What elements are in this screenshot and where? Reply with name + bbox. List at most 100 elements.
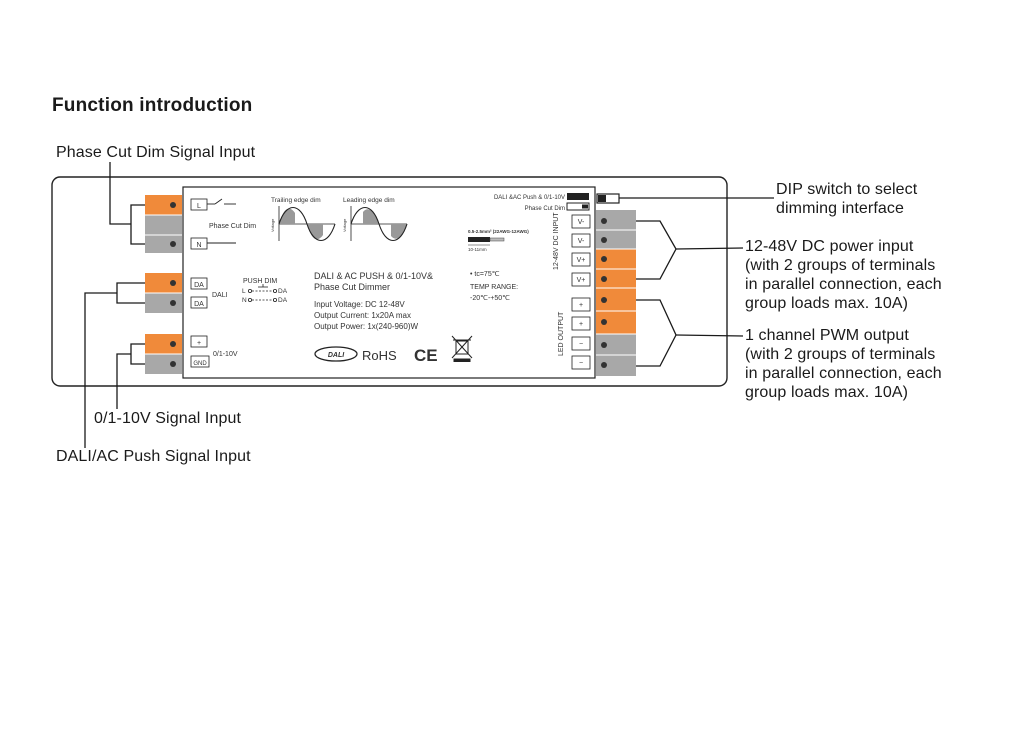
terminal-label-plus: + [197,340,201,347]
terminal-lever [145,195,165,215]
terminal-label-DA: DA [194,301,204,308]
push-l-label: L [242,288,246,295]
left-terminal-0-10v [145,334,182,374]
pwm-callout-line: in parallel connection, each [745,365,942,382]
terminal-lever [145,235,165,253]
terminal-label-minus: − [579,341,583,348]
push-button-symbol [247,284,277,302]
right-terminal-block [596,210,636,376]
label-box [571,297,591,312]
terminal-label-v-minus: V- [578,219,585,226]
push-n-label: N [242,297,247,304]
zero-ten-label: 0/1-10V [213,351,238,358]
push-dim-label: PUSH DIM [243,278,277,285]
waveform-line [278,206,336,242]
dali-leader [84,292,117,448]
temp-values-label: -20℃-+50℃ [470,295,510,302]
terminal-label-plus: + [579,302,583,309]
label-box [190,277,208,290]
terminal-screw [601,319,607,325]
terminal-label-v-minus: V- [578,238,585,245]
page-title: Function introduction [52,95,253,116]
dali-push-callout: DALI/AC Push Signal Input [56,448,251,465]
terminal-lever [145,273,165,293]
left-terminal-phase-cut [145,195,182,253]
dip-label-line2: Phase Cut Dim [525,206,565,212]
spec-input-voltage: Input Voltage: DC 12-48V [314,300,405,309]
dip-switch-2-off [566,202,590,211]
phase-cut-dim-label: Phase Cut Dim [209,223,256,230]
label-box [190,237,208,250]
leading-edge-waveform: Voltage [342,206,408,242]
cross-line [451,335,473,359]
power-callout-line: in parallel connection, each [745,276,942,293]
label-box [571,336,591,351]
waveform-fill [363,209,379,224]
dali-bracket [116,282,145,304]
bin-bar [453,358,471,362]
terminal-label-N: N [196,242,201,249]
temp-range-label: TEMP RANGE: [470,284,518,291]
waveform-line [350,206,408,242]
label-box [190,355,210,368]
pwm-bracket [636,299,677,367]
dali-label: DALI [212,292,228,299]
terminal-lever [145,293,165,313]
right-terminal-labels: V- V- V+ V+ + + − − [571,214,591,370]
dip-callout-line: dimming interface [776,200,904,217]
callout-leaders [84,162,774,448]
waveform-fill [391,224,407,239]
terminal-screw [170,241,176,247]
dali-logo-ellipse [314,346,358,362]
terminal-label-L: L [197,203,201,210]
led-output-label: LED OUTPUT [558,311,565,356]
terminal-screw [170,341,176,347]
terminal-screw [601,362,607,368]
pwm-callout-line: group loads max. 10A) [745,384,909,401]
power-callout: 12-48V DC power input (with 2 groups of … [745,237,942,313]
terminal-screw [170,280,176,286]
rohs-mark: RoHS [362,348,397,363]
terminal-label-plus: + [579,321,583,328]
terminal-label-v-plus: V+ [577,257,586,264]
leading-edge-label: Leading edge dim [343,197,395,204]
ce-mark: CE [414,346,438,365]
weee-bin-icon [451,335,473,362]
power-callout-line: 12-48V DC power input [745,238,914,255]
label-box [571,316,591,331]
dip-callout-line: DIP switch to select [776,181,918,198]
waveform-fill [279,208,295,224]
push-node [272,288,277,293]
label-box [571,272,591,287]
terminal-screw [601,297,607,303]
waveform-fill [307,224,323,240]
zero-ten-bracket [130,343,145,365]
terminal-screw [601,218,607,224]
left-terminal-labels: L N DA DA + GND [190,198,210,368]
power-leader [675,247,744,250]
product-name-line2: Phase Cut Dimmer [314,282,390,292]
trailing-edge-waveform: Voltage [270,206,336,242]
dip-label-line1: DALI &AC Push & 0/1-10V [494,195,565,201]
terminal-label-minus: − [579,360,583,367]
terminal-lever [145,334,165,354]
device-housing [51,176,728,387]
pwm-callout-line: (with 2 groups of terminals [745,346,936,363]
dip-switch-knob [598,195,606,202]
power-callout-line: (with 2 groups of terminals [745,257,936,274]
wire-insulation [468,237,490,242]
label-box [571,214,591,229]
phase-cut-leader [109,162,131,225]
terminal-label-v-plus: V+ [577,277,586,284]
power-callout-line: group loads max. 10A) [745,295,909,312]
terminal-label-DA: DA [194,282,204,289]
terminal-lever [145,215,165,235]
label-box [571,355,591,370]
phase-cut-callout: Phase Cut Dim Signal Input [56,144,256,161]
dali-logo: DALI [314,346,358,362]
wire-strip [489,237,505,242]
switch-symbol [207,198,236,244]
left-terminal-dali [145,273,182,313]
pwm-leader [675,334,744,337]
